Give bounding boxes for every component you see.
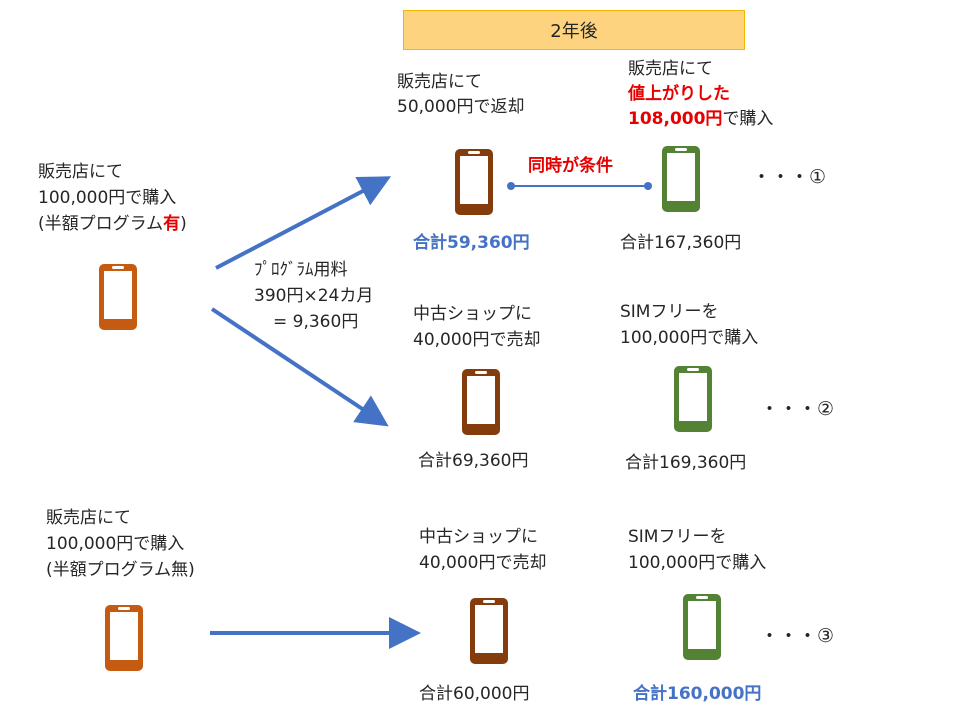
s1-buy-line1: 販売店にて bbox=[628, 59, 713, 79]
s2-total-a: 合計69,360円 bbox=[418, 451, 529, 471]
s2-marker: ・・・② bbox=[760, 398, 835, 420]
arrow-to-scenario1 bbox=[215, 176, 392, 270]
without-program-line1: 販売店にて bbox=[46, 508, 131, 528]
s2-total-b: 合計169,360円 bbox=[625, 453, 747, 473]
with-program-mark: 有 bbox=[163, 214, 181, 234]
s1-buy-price: 108,000円 bbox=[628, 109, 723, 129]
s1-buy-line3: 108,000円で購入 bbox=[628, 109, 774, 129]
s2-sell-line1: 中古ショップに bbox=[413, 304, 532, 324]
s2-buy-line1: SIMフリーを bbox=[620, 302, 719, 322]
phone-icon bbox=[99, 264, 137, 330]
fee-line3: = 9,360円 bbox=[273, 312, 359, 332]
connector-dot-left bbox=[507, 182, 515, 190]
two-years-later-banner: 2年後 bbox=[403, 10, 745, 50]
phone-icon bbox=[470, 598, 508, 664]
with-program-line2: 100,000円で購入 bbox=[38, 188, 177, 208]
phone-icon bbox=[455, 149, 493, 215]
fee-line2: 390円×24カ月 bbox=[254, 286, 374, 306]
s1-total-a: 合計59,360円 bbox=[413, 233, 530, 253]
s3-sell-line1: 中古ショップに bbox=[419, 527, 538, 547]
s3-sell-line2: 40,000円で売却 bbox=[419, 553, 547, 573]
s1-return-line1: 販売店にて bbox=[397, 72, 482, 92]
phone-icon bbox=[105, 605, 143, 671]
s3-buy-line1: SIMフリーを bbox=[628, 527, 727, 547]
phone-icon bbox=[462, 369, 500, 435]
with-program-line3: (半額プログラム有) bbox=[38, 214, 187, 234]
phone-icon bbox=[683, 594, 721, 660]
phone-icon bbox=[674, 366, 712, 432]
with-program-line1: 販売店にて bbox=[38, 162, 123, 182]
s3-total-a: 合計60,000円 bbox=[419, 684, 530, 704]
s1-marker: ・・・① bbox=[752, 166, 827, 188]
without-program-line3: (半額プログラム無) bbox=[46, 560, 195, 580]
phone-icon bbox=[662, 146, 700, 212]
s1-total-b: 合計167,360円 bbox=[620, 233, 742, 253]
connector-dot-right bbox=[644, 182, 652, 190]
banner-label: 2年後 bbox=[550, 21, 598, 42]
s2-sell-line2: 40,000円で売却 bbox=[413, 330, 541, 350]
without-program-line2: 100,000円で購入 bbox=[46, 534, 185, 554]
fee-line1: ﾌﾟﾛｸﾞﾗﾑ用料 bbox=[254, 260, 348, 280]
s1-condition-label: 同時が条件 bbox=[528, 156, 613, 176]
s1-buy-line2: 値上がりした bbox=[628, 84, 730, 104]
s3-buy-line2: 100,000円で購入 bbox=[628, 553, 767, 573]
arrow-to-scenario2 bbox=[210, 307, 389, 427]
s1-return-line2: 50,000円で返却 bbox=[397, 97, 525, 117]
s2-buy-line2: 100,000円で購入 bbox=[620, 328, 759, 348]
s3-marker: ・・・③ bbox=[760, 625, 835, 647]
s3-total-b: 合計160,000円 bbox=[633, 684, 762, 704]
